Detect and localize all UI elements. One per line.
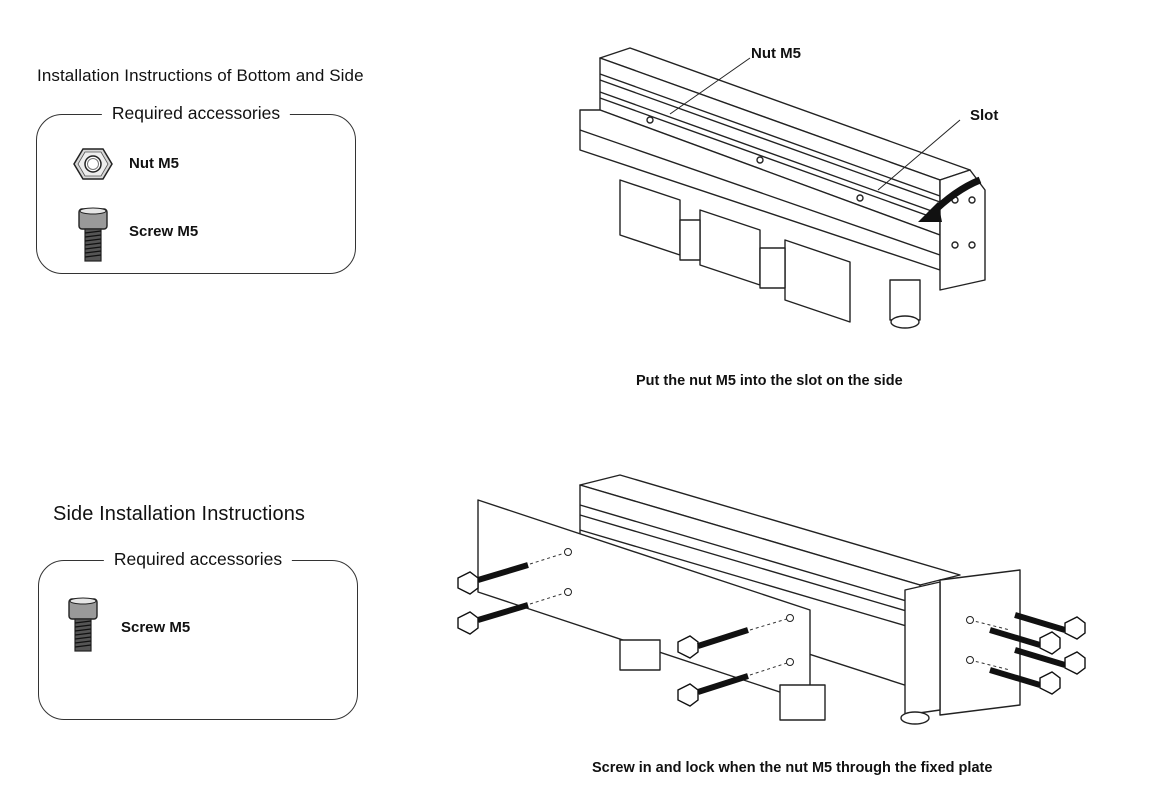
callout-slot: Slot	[970, 107, 999, 124]
screw-m5-label: Screw M5	[129, 223, 199, 240]
section2-accessories-box: Required accessories Screw M5	[38, 549, 358, 720]
callout-nut-m5: Nut M5	[751, 45, 801, 62]
screw-m5-label: Screw M5	[121, 619, 191, 636]
section1-accessories-box: Required accessories Nut M5 Screw M5	[36, 103, 356, 274]
side-plate-illustration	[457, 474, 1086, 725]
hex-nut-icon	[73, 148, 113, 180]
socket-screw-icon	[78, 207, 108, 262]
nut-m5-label: Nut M5	[129, 155, 179, 172]
section2-accessories-title: Required accessories	[103, 549, 293, 570]
section1-title: Installation Instructions of Bottom and …	[37, 66, 364, 85]
section1-accessories-title: Required accessories	[101, 103, 291, 124]
rail-assembly-illustration	[579, 47, 986, 329]
section1-caption: Put the nut M5 into the slot on the side	[636, 373, 903, 389]
socket-screw-icon	[68, 597, 98, 652]
section2-title: Side Installation Instructions	[53, 503, 306, 525]
section2-caption: Screw in and lock when the nut M5 throug…	[592, 760, 993, 776]
